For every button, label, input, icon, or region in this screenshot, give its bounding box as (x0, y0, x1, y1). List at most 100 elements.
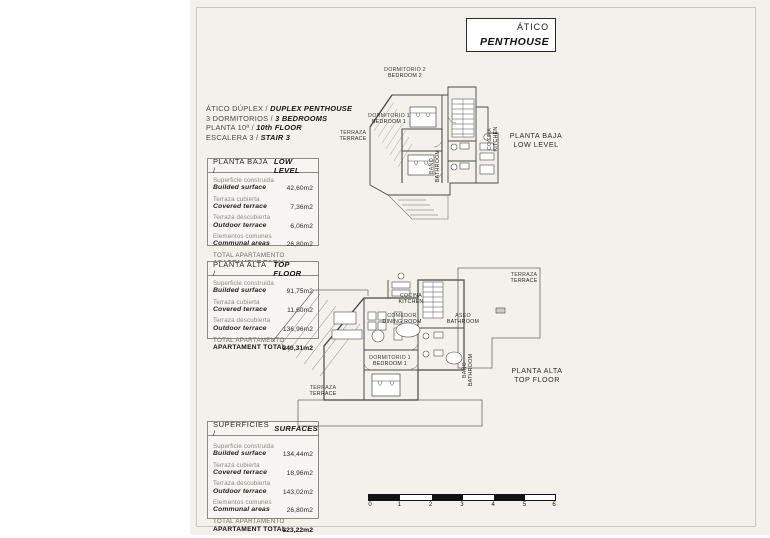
row-value: 11,60m2 (287, 307, 313, 314)
scale-tick: 1 (397, 502, 401, 508)
total-label-es: TOTAL APARTAMENTO (213, 518, 285, 526)
title-badge: ÁTICO PENTHOUSE (466, 18, 556, 52)
title-en: TOP FLOOR (514, 375, 560, 384)
row-label-en: Outdoor terrace (213, 221, 267, 229)
intro-line-3-en: 10th FLOOR (256, 123, 302, 133)
row-label-es: Terraza cubierta (213, 461, 260, 469)
scale-bar: 0 1 2 3 4 5 6 (368, 494, 556, 508)
table-surfaces-header: SUPERFICIES / SURFACES (208, 419, 318, 438)
row-label-en: Covered terrace (213, 203, 268, 210)
plan-low-title: PLANTA BAJA LOW LEVEL (500, 131, 572, 149)
table-row: Terraza descubierta Outdoor terrace 136,… (213, 317, 313, 332)
row-value: 134,44m2 (282, 451, 313, 459)
title-es: PLANTA BAJA (509, 131, 563, 140)
total-label-es: TOTAL APARTAMENTO (213, 336, 285, 344)
row-label-en: Covered terrace (213, 306, 268, 313)
table-total-row: TOTAL APARTAMENTO APARTAMENT TOTAL 323,2… (213, 518, 313, 534)
row-value: 136,96m2 (282, 325, 313, 333)
table-row: Superficie construida Builded surface 42… (213, 177, 313, 192)
table-top-floor-header: PLANTA ALTA / TOP FLOOR (208, 259, 318, 278)
table-row: Superficie construida Builded surface 13… (213, 443, 313, 458)
intro-block: ÁTICO DÚPLEX / DUPLEX PENTHOUSE 3 DORMIT… (206, 104, 356, 142)
table-surfaces: SUPERFICIES / SURFACES Superficie constr… (207, 419, 319, 534)
row-label-es: Elementos comunes (213, 498, 272, 506)
intro-line-2: 3 DORMITORIOS / 3 BEDROOMS (206, 114, 356, 124)
row-value: 6,06m2 (290, 222, 313, 230)
intro-line-1: ÁTICO DÚPLEX / DUPLEX PENTHOUSE (206, 104, 356, 114)
intro-line-4-es: ESCALERA 3 / (206, 132, 259, 142)
total-label-en: APARTAMENT TOTAL (213, 344, 287, 352)
row-label-en: Builded surface (213, 450, 267, 458)
intro-line-3: PLANTA 10ª / 10th FLOOR (206, 123, 356, 133)
row-label-en: Builded surface (213, 287, 267, 295)
scale-tick: 2 (428, 502, 433, 508)
intro-line-2-es: 3 DORMITORIOS / (206, 113, 273, 123)
total-value: 323,22m2 (282, 526, 313, 534)
intro-line-2-en: 3 BEDROOMS (275, 113, 328, 123)
row-label-en: Outdoor terrace (213, 324, 267, 332)
badge-title-es: ÁTICO (516, 22, 549, 32)
table-row: Terraza descubierta Outdoor terrace 143,… (213, 480, 313, 495)
row-value: 42,60m2 (286, 185, 313, 193)
row-label-es: Terraza cubierta (213, 195, 260, 203)
row-label-es: Terraza descubierta (213, 480, 271, 488)
table-row: Terraza descubierta Outdoor terrace 6,06… (213, 214, 313, 229)
badge-title-en: PENTHOUSE (480, 36, 549, 48)
row-label-es: Terraza descubierta (213, 214, 271, 222)
table-row: Terraza cubierta Covered terrace 11,60m2 (213, 299, 313, 314)
row-label-es: Superficie construida (213, 280, 274, 287)
intro-line-4: ESCALERA 3 / STAIR 3 (206, 133, 356, 143)
row-label-es: Terraza cubierta (213, 298, 260, 306)
row-value: 18,96m2 (286, 470, 313, 477)
table-low-level-header-es: PLANTA BAJA / (213, 156, 268, 175)
floor-plan-low-level (330, 55, 530, 225)
total-label-es: TOTAL APARTAMENTO (213, 252, 285, 260)
table-top-floor: PLANTA ALTA / TOP FLOOR Superficie const… (207, 259, 319, 352)
scale-tick: 6 (552, 502, 556, 508)
scale-segment (494, 495, 526, 500)
row-value: 143,02m2 (282, 488, 313, 496)
table-top-floor-header-es: PLANTA ALTA / (213, 259, 267, 278)
table-surfaces-header-es: SUPERFICIES / (213, 419, 270, 438)
table-row: Terraza cubierta Covered terrace 18,96m2 (213, 462, 313, 477)
row-value: 26,80m2 (286, 507, 313, 515)
scale-segment (369, 495, 401, 500)
row-label-es: Terraza descubierta (213, 317, 271, 325)
table-row: Superficie construida Builded surface 91… (213, 280, 313, 295)
row-label-en: Outdoor terrace (213, 487, 267, 495)
scale-tick: 0 (368, 502, 372, 508)
table-surfaces-header-en: SURFACES (274, 424, 318, 433)
table-low-level-header: PLANTA BAJA / LOW LEVEL (208, 156, 318, 175)
row-label-en: Communal areas (213, 506, 270, 514)
table-top-floor-header-en: TOP FLOOR (273, 259, 302, 278)
row-value: 7,36m2 (290, 204, 313, 211)
row-value: 26,80m2 (286, 241, 313, 249)
row-label-es: Superficie construida (213, 443, 274, 450)
scale-tick: 5 (522, 502, 527, 508)
scale-segment (431, 495, 463, 500)
row-label-es: Superficie construida (213, 177, 274, 184)
total-label-en: APARTAMENT TOTAL (213, 525, 287, 533)
plan-top-title: PLANTA ALTA TOP FLOOR (500, 366, 574, 384)
table-total-row: TOTAL APARTAMENTO APARTAMENT TOTAL 240,3… (213, 337, 313, 353)
table-row: Elementos comunes Communal areas 26,80m2 (213, 233, 313, 248)
row-label-en: Covered terrace (213, 469, 268, 476)
title-en: LOW LEVEL (513, 140, 559, 149)
table-row: Elementos comunes Communal areas 26,80m2 (213, 499, 313, 514)
table-low-level-header-en: LOW LEVEL (273, 156, 300, 175)
scale-tick: 4 (491, 502, 495, 508)
row-label-en: Communal areas (213, 240, 270, 248)
intro-line-1-es: ÁTICO DÚPLEX / (206, 104, 268, 113)
floor-plan-top-floor (268, 250, 578, 435)
scale-tick: 3 (460, 502, 464, 508)
intro-line-3-es: PLANTA 10ª / (206, 123, 254, 133)
intro-line-1-en: DUPLEX PENTHOUSE (270, 104, 353, 113)
total-value: 240,31m2 (282, 345, 313, 353)
row-label-en: Builded surface (213, 184, 267, 192)
title-es: PLANTA ALTA (511, 366, 563, 375)
intro-line-4-en: STAIR 3 (260, 132, 291, 142)
table-low-level: PLANTA BAJA / LOW LEVEL Superficie const… (207, 156, 319, 268)
scale-bar-track (368, 494, 556, 501)
row-value: 91,75m2 (286, 288, 313, 296)
table-row: Terraza cubierta Covered terrace 7,36m2 (213, 196, 313, 211)
